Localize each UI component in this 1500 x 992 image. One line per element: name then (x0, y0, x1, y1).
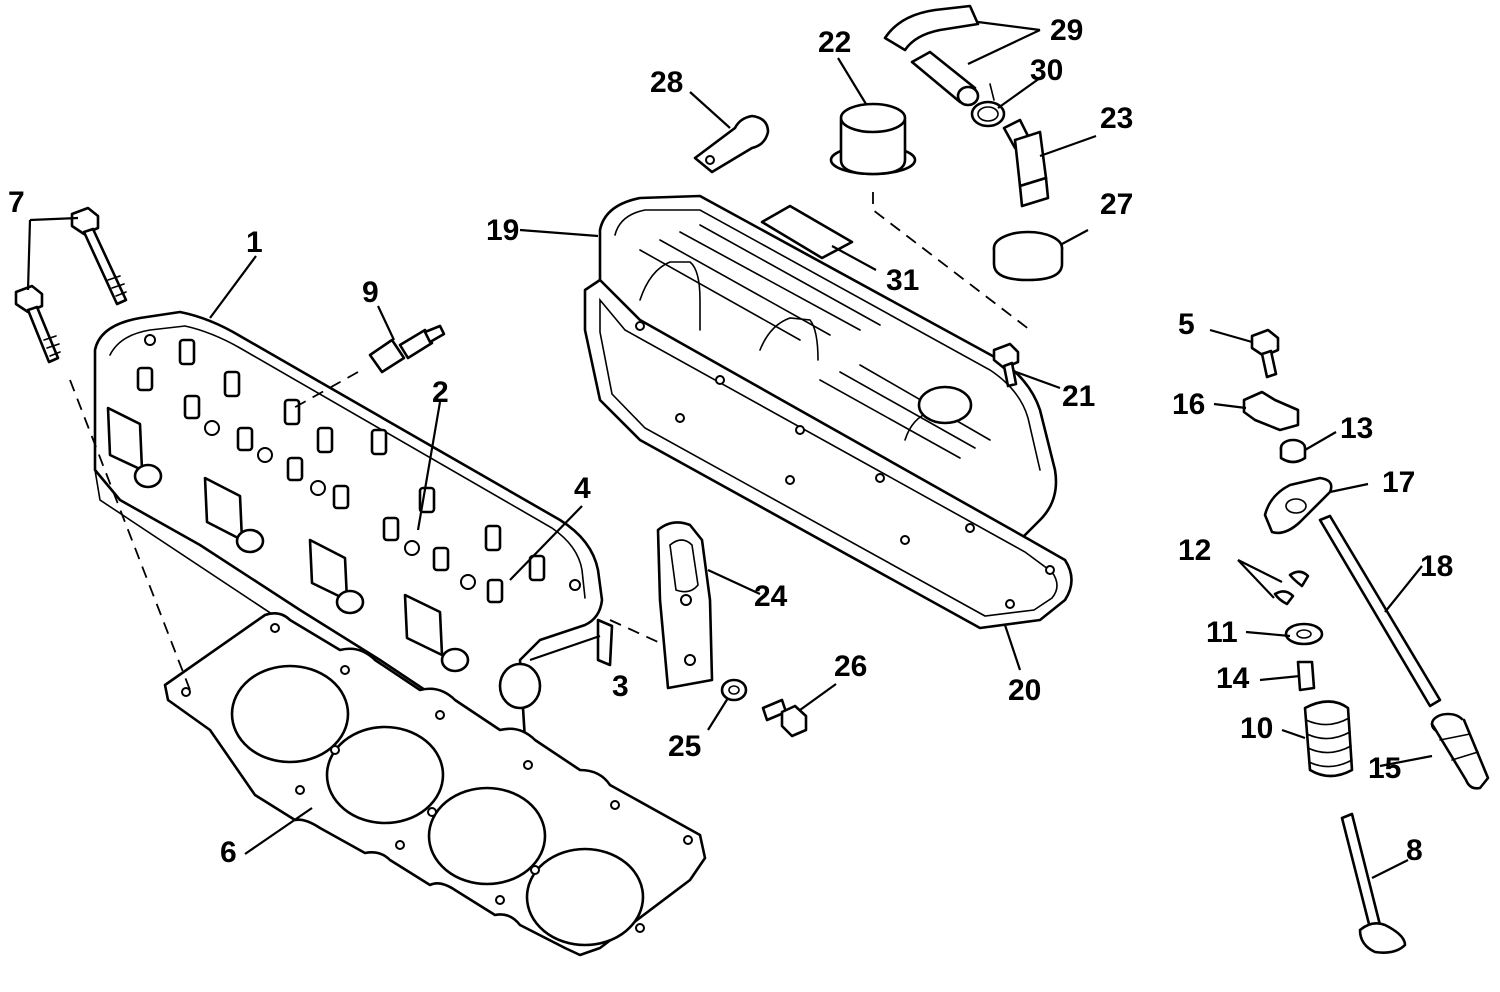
callout-8: 8 (1406, 834, 1423, 867)
spark-plug (368, 324, 446, 374)
callout-5: 5 (1178, 308, 1195, 341)
valve-spring (1303, 700, 1354, 778)
leader-lines (26, 20, 1433, 879)
valve-cover-gasket (583, 278, 1073, 630)
callout-30: 30 (1030, 54, 1063, 87)
hydraulic-lifter (1430, 712, 1490, 790)
callout-27: 27 (1100, 188, 1133, 221)
callout-24: 24 (754, 580, 788, 613)
callout-20: 20 (1008, 674, 1041, 707)
callout-4: 4 (574, 472, 591, 505)
callout-23: 23 (1100, 102, 1133, 135)
callout-19: 19 (486, 214, 519, 247)
oil-filler-cap (829, 102, 917, 176)
decal-label (760, 204, 854, 260)
callout-28: 28 (650, 66, 683, 99)
callout-12: 12 (1178, 534, 1211, 567)
callout-16: 16 (1172, 388, 1205, 421)
callout-25: 25 (668, 730, 701, 763)
bracket-bolt (761, 698, 808, 738)
callout-26: 26 (834, 650, 867, 683)
callout-14: 14 (1216, 662, 1250, 695)
callout-3: 3 (612, 670, 629, 703)
wire-clip (693, 114, 770, 174)
push-rod (1318, 514, 1442, 708)
grommet (992, 230, 1064, 282)
callout-17: 17 (1382, 466, 1415, 499)
callout-6: 6 (220, 836, 237, 869)
callout-9: 9 (362, 276, 379, 309)
rocker-arm (1263, 476, 1333, 535)
head-bolt-long (70, 206, 128, 306)
callout-18: 18 (1420, 550, 1453, 583)
pcv-valve (1002, 118, 1050, 208)
callout-7: 7 (8, 186, 25, 219)
cylinder-head (93, 310, 614, 754)
spring-retainer (1284, 622, 1324, 646)
pcv-hose (883, 4, 980, 107)
callouts: 1 2 3 4 5 6 7 8 9 10 11 12 13 14 15 16 1… (8, 14, 1453, 869)
callout-11: 11 (1206, 616, 1238, 649)
lifting-bracket (656, 521, 714, 690)
callout-29: 29 (1050, 14, 1083, 47)
head-gasket (163, 612, 707, 957)
callout-22: 22 (818, 26, 851, 59)
callout-31: 31 (886, 264, 919, 297)
washer (720, 678, 748, 702)
valve-seal (1296, 660, 1316, 692)
callout-2: 2 (432, 376, 449, 409)
hose-clamp (970, 83, 1006, 128)
fulcrum-seat (1279, 438, 1307, 464)
valve-cover (598, 194, 1058, 550)
callout-21: 21 (1062, 380, 1095, 413)
head-bolt-short (14, 284, 61, 364)
valve-keys (1273, 570, 1310, 606)
callout-1: 1 (246, 226, 263, 259)
callout-10: 10 (1240, 712, 1273, 745)
valve (1340, 812, 1407, 954)
callout-15: 15 (1368, 752, 1401, 785)
rocker-bolt (1250, 328, 1280, 379)
callout-13: 13 (1340, 412, 1373, 445)
valve-cover-bolt (992, 342, 1020, 388)
fulcrum-guide (1242, 390, 1300, 432)
